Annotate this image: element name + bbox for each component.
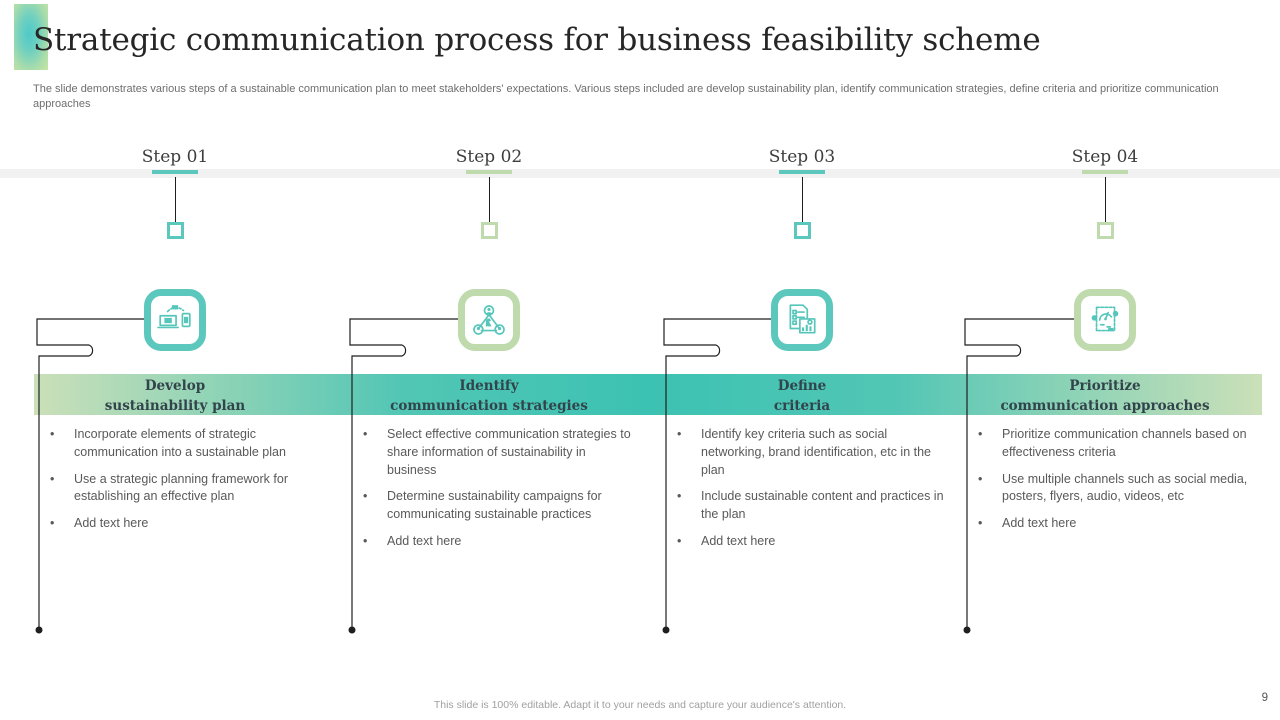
column-2-heading-line2: communication strategies <box>390 397 588 414</box>
step-4-underline <box>1082 170 1128 174</box>
step-2-underline <box>466 170 512 174</box>
document-gauge-icon <box>1091 306 1119 332</box>
step-3-underline <box>779 170 825 174</box>
step-4-marker-square <box>1097 222 1114 239</box>
bullet-item: Select effective communication strategie… <box>353 426 637 479</box>
bullet-item: Determine sustainability campaigns for c… <box>353 488 637 524</box>
column-4-heading-line1: Prioritize <box>1069 378 1141 394</box>
slide-subtitle: The slide demonstrates various steps of … <box>33 83 1219 110</box>
step-3-icon-box <box>771 289 833 351</box>
step-1-dropline <box>175 177 176 222</box>
column-4-heading: Prioritize communication approaches <box>945 377 1265 416</box>
bullet-item: Use a strategic planning framework for e… <box>40 471 324 507</box>
step-4-label: Step 04 <box>1071 147 1139 167</box>
step-3-label: Step 03 <box>768 147 836 167</box>
column-2-heading: Identify communication strategies <box>329 377 649 416</box>
bullet-item: Use multiple channels such as social med… <box>968 471 1252 507</box>
timeline-band <box>0 169 1280 178</box>
step-2-marker-square <box>481 222 498 239</box>
step-1-icon-box <box>144 289 206 351</box>
people-strategy-network-icon <box>473 305 505 335</box>
column-3-bullets: Identify key criteria such as social net… <box>667 426 951 560</box>
column-3-heading-line1: Define <box>777 378 827 394</box>
step-3-marker-square <box>794 222 811 239</box>
step-2-dropline <box>489 177 490 222</box>
bullet-item: Incorporate elements of strategic commun… <box>40 426 324 462</box>
step-1-marker-square <box>167 222 184 239</box>
column-1-heading-line1: Develop <box>144 378 206 394</box>
column-2-bullets: Select effective communication strategie… <box>353 426 637 560</box>
document-checklist-chart-icon <box>789 304 816 334</box>
column-3-heading-line2: criteria <box>773 397 831 414</box>
bullet-item: Add text here <box>353 533 637 551</box>
footer-note: This slide is 100% editable. Adapt it to… <box>433 699 847 711</box>
step-1-label: Step 01 <box>141 147 209 167</box>
column-4-heading-line2: communication approaches <box>1000 397 1210 414</box>
step-4-icon-box <box>1074 289 1136 351</box>
title-accent-bar <box>14 4 48 70</box>
step-2-label: Step 02 <box>455 147 523 167</box>
step-4-dropline <box>1105 177 1106 222</box>
step-3-dropline <box>802 177 803 222</box>
bullet-item: Add text here <box>968 515 1252 533</box>
column-4-bullets: Prioritize communication channels based … <box>968 426 1252 542</box>
column-1-heading: Develop sustainability plan <box>15 377 335 416</box>
column-3-heading: Define criteria <box>642 377 962 416</box>
bullet-item: Add text here <box>667 533 951 551</box>
column-2-heading-line1: Identify <box>459 378 519 394</box>
column-1-heading-line2: sustainability plan <box>104 397 246 414</box>
laptop-mobile-message-icon <box>157 305 191 329</box>
page-title: Strategic communication process for busi… <box>33 22 1041 58</box>
bullet-item: Identify key criteria such as social net… <box>667 426 951 479</box>
column-1-bullets: Incorporate elements of strategic commun… <box>40 426 324 542</box>
step-1-underline <box>152 170 198 174</box>
step-2-icon-box <box>458 289 520 351</box>
page-number: 9 <box>1261 692 1268 704</box>
bullet-item: Include sustainable content and practice… <box>667 488 951 524</box>
bullet-item: Prioritize communication channels based … <box>968 426 1252 462</box>
bullet-item: Add text here <box>40 515 324 533</box>
